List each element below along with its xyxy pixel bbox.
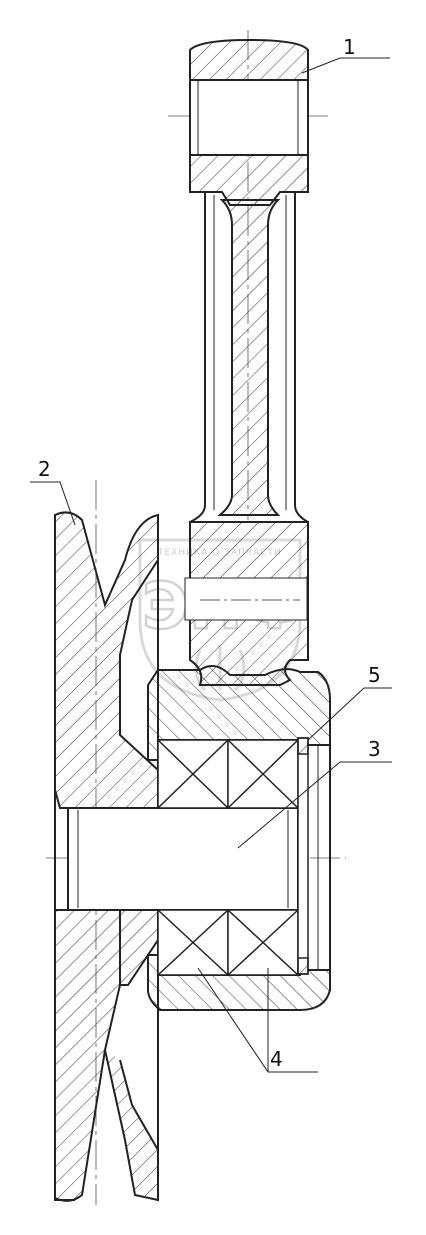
callout-2: 2 [38,457,51,481]
callout-1: 1 [343,35,356,59]
callout-3: 3 [368,737,381,761]
part-1-rod [184,38,309,686]
callouts: 1 2 3 4 5 [38,35,381,1071]
part-3-shaft [67,807,299,911]
part-5-ring [297,737,309,975]
part-2-pulley [54,511,159,1202]
callout-4: 4 [270,1047,283,1071]
part-4-bearings [157,739,299,976]
leader-lines [30,57,392,1073]
callout-5: 5 [368,663,381,687]
bearing-housing [147,665,331,1011]
